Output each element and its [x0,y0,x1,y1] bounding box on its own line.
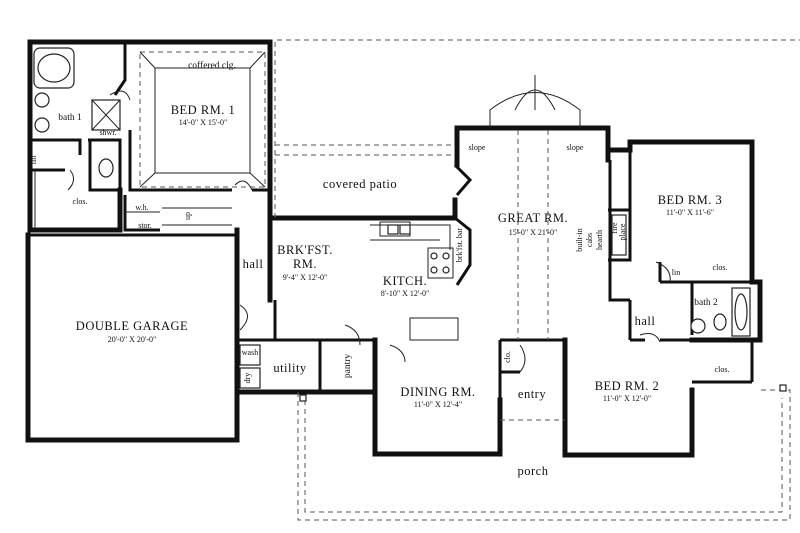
shwr-label: shwr. [99,128,116,137]
dining-dim: 11'-0" X 12'-4" [414,400,462,409]
hall-right-label: hall [635,314,656,328]
hall-left-label: hall [243,257,264,271]
entry-label: entry [518,387,546,401]
brkfst-name2: RM. [293,257,317,271]
clos3-label: clos. [713,263,728,272]
builtin-label: built-in [575,228,584,252]
bath1-label: bath 1 [58,113,82,123]
place-label: place [618,223,627,240]
wh-label: w.h. [135,203,148,212]
brkfst-dim: 9'-4" X 12'-0" [283,273,328,282]
kitch-dim: 8'-10" X 12'-0" [381,289,430,298]
utility-label: utility [273,361,307,375]
bed2-dim: 11'-0" X 12'-0" [603,394,651,403]
clo-label: clo. [503,351,512,363]
brkfst-bar-label: brk'fst. bar [455,228,464,263]
hearth-label: hearth [595,230,604,250]
coffered-label: coffered clg. [188,60,236,71]
lin-label: lin [29,156,38,164]
bed1-name: BED RM. 1 [171,103,236,117]
fire-label: fire [610,222,619,234]
stor-label: stor. [138,221,152,230]
pantry-label: pantry [343,354,353,379]
wash-label: wash [242,348,258,357]
patio-label: covered patio [323,177,397,191]
garage-name: DOUBLE GARAGE [76,319,188,333]
slope-left: slope [469,143,486,152]
clos2-label: clos. [715,365,730,374]
brkfst-name1: BRK'FST. [277,243,333,257]
bed3-dim: 11'-0" X 11'-6" [666,208,714,217]
lin2-label: lin [672,268,680,277]
great-name: GREAT RM. [498,211,568,225]
porch-label: porch [518,464,549,478]
dry-label: dry [243,373,252,384]
slope-right: slope [567,143,584,152]
kitch-name: KITCH. [383,274,427,288]
garage-dim: 20'-0" X 20'-0" [108,335,157,344]
bed1-dim: 14'-0" X 15'-0" [179,118,228,127]
bed3-name: BED RM. 3 [658,193,723,207]
interior-walls [30,42,754,400]
cabs-label: cabs [585,233,594,247]
up-label: up [183,212,192,220]
labels: BED RM. 1 14'-0" X 15'-0" coffered clg. … [29,60,729,478]
clos1-label: clos. [73,197,88,206]
fixtures [33,47,787,402]
bath2-label: bath 2 [694,298,718,308]
dining-name: DINING RM. [400,385,475,399]
great-dim: 15'-0" X 21'-0" [509,228,558,237]
bed2-name: BED RM. 2 [595,379,660,393]
